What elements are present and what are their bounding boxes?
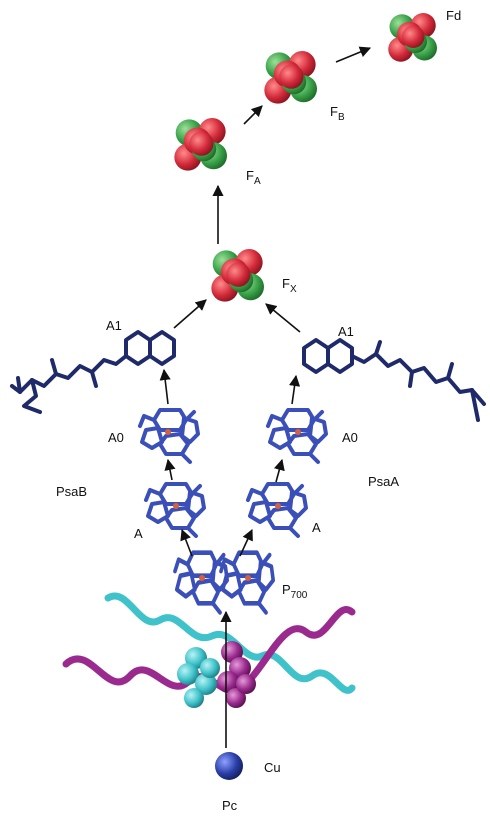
arrow-a0-to-a1-left — [159, 368, 171, 405]
a1-right-label: A1 — [338, 324, 354, 339]
p700-label: P700 — [282, 582, 308, 601]
fx-label-main: F — [282, 276, 290, 291]
a0-right-chlorophyll — [266, 408, 328, 464]
a-left-chlorophyll — [144, 482, 206, 538]
fa-label-sub: A — [254, 176, 261, 187]
cu-label: Cu — [264, 760, 281, 775]
magenta-spheres — [217, 641, 256, 708]
a1-left-label: A1 — [106, 318, 122, 333]
fb-cluster — [264, 51, 317, 104]
fx-cluster — [211, 249, 264, 302]
fb-label-main: F — [330, 104, 338, 119]
arrow-p700-to-a-left — [180, 528, 193, 557]
psaa-label: PsaA — [368, 474, 399, 489]
arrow-fb-to-fd — [335, 46, 372, 63]
fx-label-sub: X — [290, 284, 297, 295]
a0-right-label: A0 — [342, 430, 358, 445]
cyan-spheres — [177, 647, 220, 708]
arrow-a-to-a0-left — [164, 458, 176, 481]
arrow-p700-to-a-right — [239, 528, 253, 557]
arrow-a-to-a0-right — [273, 458, 285, 483]
fd-cluster — [388, 13, 437, 62]
a-right-label: A — [312, 520, 321, 535]
a1-left-quinone — [10, 330, 176, 414]
p700-right-chlorophyll — [221, 553, 273, 613]
a0-left-label: A0 — [108, 430, 124, 445]
psab-label: PsaB — [56, 484, 87, 499]
a-left-label: A — [134, 526, 143, 541]
p700-left-chlorophyll — [175, 553, 227, 613]
arrow-fa-to-fb — [243, 105, 263, 125]
arrow-a1-to-fx-right — [265, 303, 301, 333]
a-right-chlorophyll — [246, 482, 308, 538]
fb-label: FB — [330, 104, 345, 123]
fb-label-sub: B — [338, 112, 345, 123]
arrows — [159, 46, 372, 748]
p700-label-main: P — [282, 582, 291, 597]
fa-label: FA — [246, 168, 261, 187]
fx-label: FX — [282, 276, 297, 295]
arrow-a0-to-a1-right — [289, 374, 301, 405]
arrow-a1-to-fx-left — [173, 299, 207, 329]
a0-left-chlorophyll — [138, 408, 200, 464]
a1-right-quinone — [302, 338, 486, 422]
fa-cluster — [174, 118, 227, 171]
p700-label-sub: 700 — [291, 590, 308, 601]
copper-atom — [215, 752, 243, 780]
fd-label: Fd — [446, 8, 461, 23]
fa-label-main: F — [246, 168, 254, 183]
pc-label: Pc — [222, 798, 238, 813]
